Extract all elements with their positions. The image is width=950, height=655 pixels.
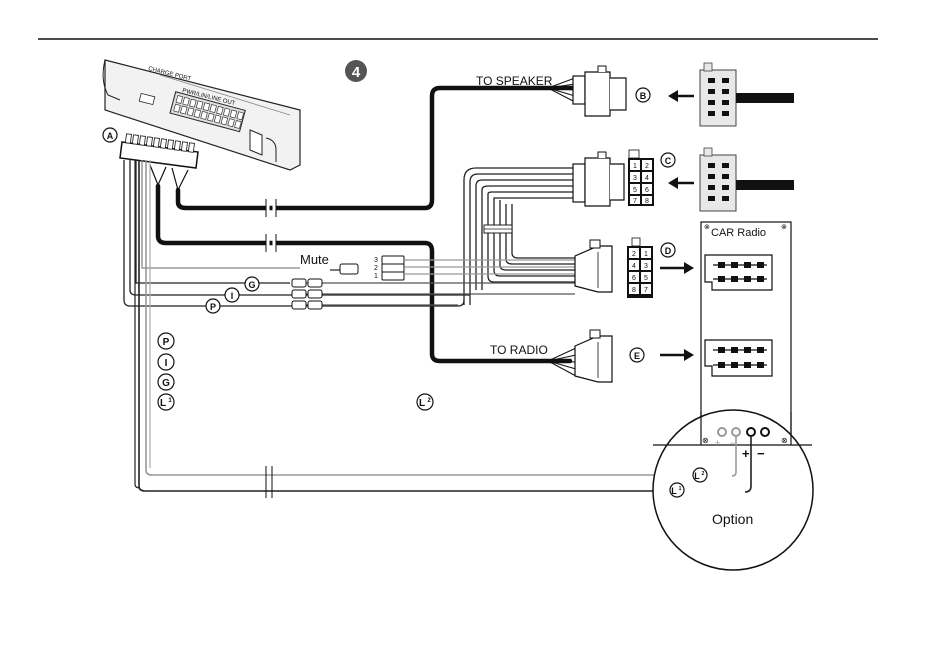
plug-c	[573, 152, 624, 206]
mute-pin-2: 2	[374, 265, 378, 272]
legend-g: G	[162, 378, 170, 389]
step-number: 4	[352, 64, 361, 81]
radio-plug	[548, 330, 612, 382]
legend-p: P	[163, 337, 170, 348]
svg-text:8: 8	[645, 198, 649, 205]
svg-text:4: 4	[632, 263, 636, 270]
marker-p-wire: P	[206, 299, 220, 313]
car-radio-label: CAR Radio	[711, 227, 766, 239]
legend: P I G L 1 L 2	[158, 333, 433, 410]
option-magnifier: ⊗ ⊗ + − + − Option L 2 L 1	[653, 410, 813, 570]
connector-a	[120, 134, 198, 190]
svg-text:⊗: ⊗	[781, 224, 787, 231]
marker-e: E	[630, 348, 644, 362]
marker-a: A	[103, 128, 117, 142]
svg-text:2: 2	[645, 163, 649, 170]
mute-pin-3: 3	[374, 257, 378, 264]
mute-label: Mute	[300, 252, 329, 267]
svg-text:B: B	[640, 91, 647, 101]
minus-label: −	[757, 446, 765, 461]
svg-text:3: 3	[644, 263, 648, 270]
svg-text:A: A	[107, 131, 114, 141]
svg-text:4: 4	[645, 175, 649, 182]
svg-text:⊗: ⊗	[781, 436, 788, 445]
marker-b: B	[636, 88, 650, 102]
option-label: Option	[712, 511, 753, 527]
arrow-e	[660, 349, 694, 361]
to-radio-label: TO RADIO	[490, 343, 548, 357]
svg-text:P: P	[210, 302, 216, 312]
svg-text:2: 2	[632, 251, 636, 258]
svg-text:5: 5	[644, 275, 648, 282]
svg-text:7: 7	[644, 287, 648, 294]
svg-text:C: C	[665, 156, 672, 166]
marker-d: D	[661, 243, 675, 257]
svg-text:5: 5	[633, 187, 637, 194]
svg-text:1: 1	[633, 163, 637, 170]
svg-text:E: E	[634, 351, 640, 361]
marker-l2-sup: 2	[702, 471, 705, 477]
radio-socket-c	[700, 148, 794, 211]
legend-l2: L	[419, 398, 425, 409]
svg-text:8: 8	[632, 287, 636, 294]
legend-i: I	[165, 358, 168, 369]
minus-small: −	[730, 438, 735, 448]
svg-text:⊗: ⊗	[704, 224, 710, 231]
svg-text:1: 1	[644, 251, 648, 258]
plus-label: +	[742, 446, 750, 461]
svg-text:6: 6	[632, 275, 636, 282]
legend-l1: L	[160, 398, 166, 409]
to-speaker-label: TO SPEAKER	[476, 74, 553, 88]
marker-l1-sup: 1	[679, 486, 682, 492]
svg-text:D: D	[665, 246, 672, 256]
pin-grid-c: 1 2 3 4 5 6 7 8	[628, 150, 654, 206]
arrow-d	[660, 262, 694, 274]
svg-text:6: 6	[645, 187, 649, 194]
step-badge: 4	[345, 60, 367, 82]
svg-text:I: I	[231, 291, 234, 301]
marker-l2: L	[694, 471, 700, 481]
arrow-b	[668, 90, 694, 102]
speaker-plug	[548, 66, 626, 116]
svg-text:⊗: ⊗	[702, 436, 709, 445]
marker-l1: L	[671, 486, 677, 496]
svg-text:G: G	[248, 280, 255, 290]
plus-small: +	[715, 438, 720, 448]
pin-grid-d: 2 1 4 3 6 5 8 7	[627, 238, 653, 298]
svg-text:3: 3	[633, 175, 637, 182]
svg-text:7: 7	[633, 198, 637, 205]
marker-g-wire: G	[245, 277, 259, 291]
marker-i-wire: I	[225, 288, 239, 302]
speaker-socket	[700, 63, 794, 126]
mute-pin-1: 1	[374, 273, 378, 280]
mute-connector	[340, 256, 404, 280]
marker-c: C	[661, 153, 675, 167]
plug-d	[575, 240, 612, 292]
arrow-c	[668, 177, 694, 189]
wire-bundle-main	[464, 168, 575, 305]
